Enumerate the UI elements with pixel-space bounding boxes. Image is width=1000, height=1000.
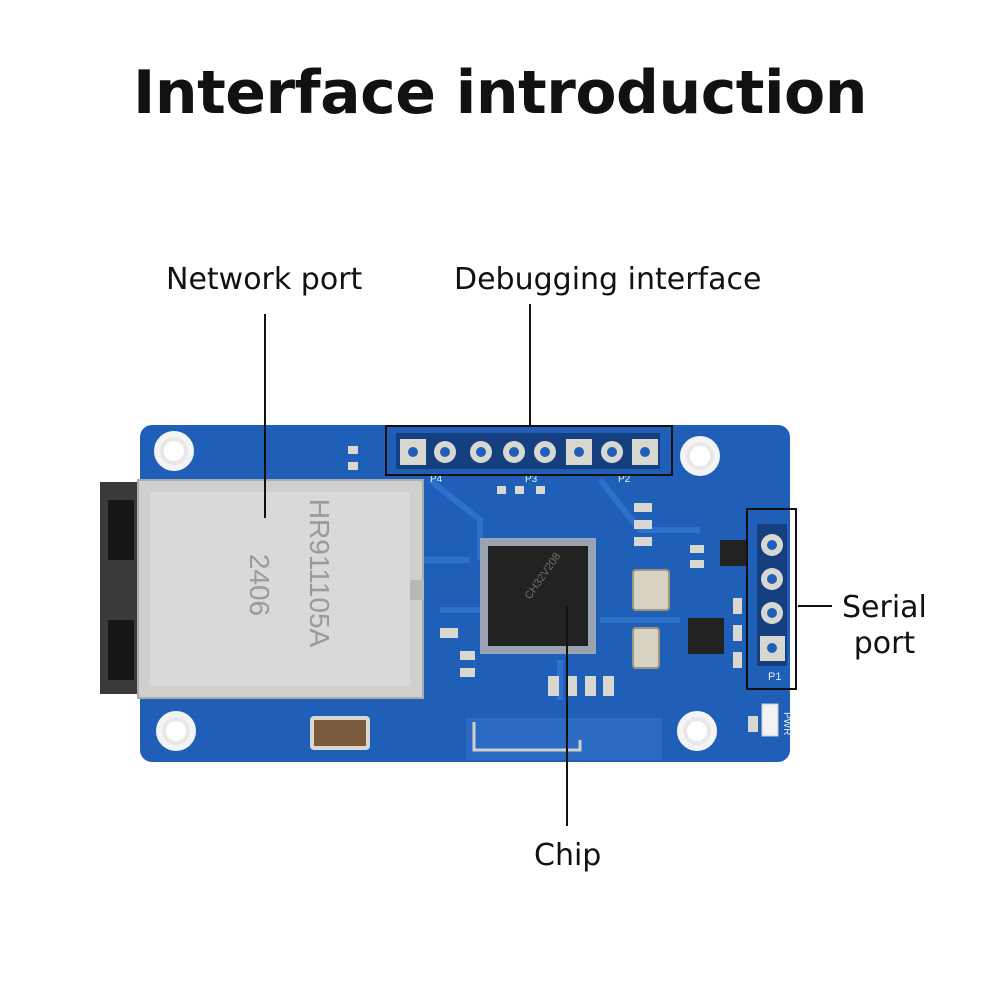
label-chip: Chip xyxy=(534,838,602,873)
label-debugging-interface: Debugging interface xyxy=(454,262,762,297)
label-serial-line1: Serial xyxy=(842,590,927,625)
jack-part-number: HR911105A xyxy=(304,499,335,648)
ic-small xyxy=(720,540,746,566)
jack-date-code: 2406 xyxy=(244,554,275,616)
label-serial-line2: port xyxy=(853,626,916,661)
silk-p4: P4 xyxy=(430,474,443,485)
smd-components xyxy=(348,446,758,732)
capacitor xyxy=(310,716,370,750)
silk-p2: P2 xyxy=(618,474,631,485)
main-chip xyxy=(480,538,596,654)
silk-pwr: PWR xyxy=(781,712,792,735)
pwr-led xyxy=(761,703,779,737)
antenna-trace xyxy=(472,722,582,752)
silk-p3: P3 xyxy=(525,474,538,485)
page-title: Interface introduction xyxy=(133,58,867,128)
regulator-chip xyxy=(688,618,724,654)
antenna-area xyxy=(466,718,662,760)
crystal xyxy=(632,569,670,611)
rj45-jack xyxy=(100,479,424,699)
crystal xyxy=(632,627,660,669)
serial-header xyxy=(757,524,787,666)
label-serial-port: Serial port xyxy=(842,590,927,662)
label-network-port: Network port xyxy=(166,262,363,297)
serial-highlight-box xyxy=(746,508,797,690)
debug-header xyxy=(396,433,660,469)
silk-p1: P1 xyxy=(768,671,781,683)
